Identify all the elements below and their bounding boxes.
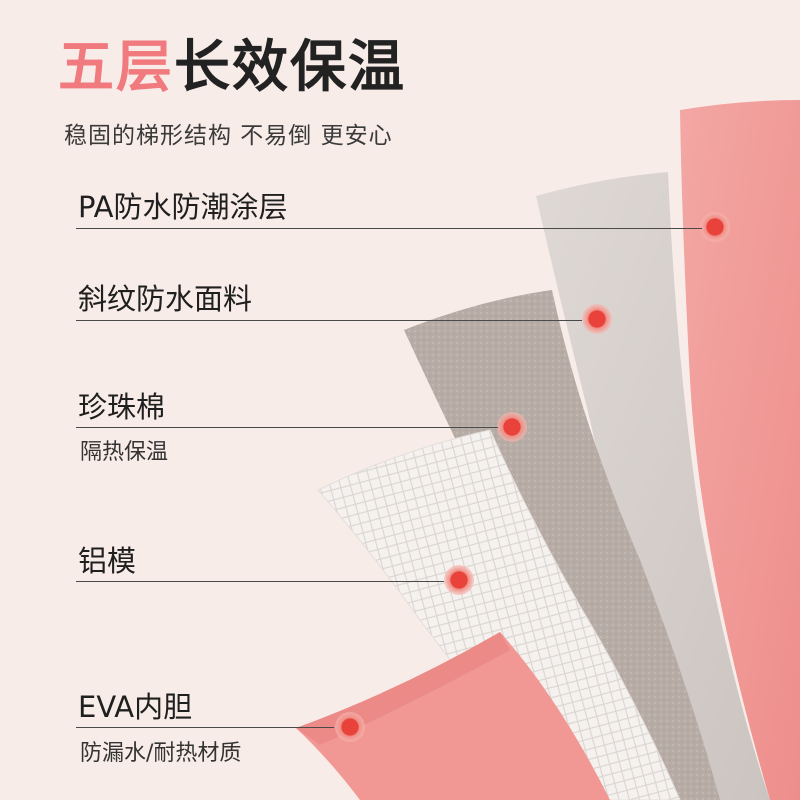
marker-dot: [700, 212, 730, 242]
layer-label-eva-liner: EVA内胆: [78, 690, 193, 724]
pa-coating-sheet: [680, 100, 800, 800]
aluminium-film-sheet: [317, 429, 681, 800]
leader-line: [76, 581, 444, 582]
layer-label-pearl-cotton: 珍珠棉: [78, 390, 166, 424]
layer-label-pa-coating: PA防水防潮涂层: [78, 190, 288, 224]
marker-dot: [497, 412, 527, 442]
title-accent: 五层: [58, 35, 174, 100]
marker-dot: [582, 304, 612, 334]
layer-label-twill-fabric: 斜纹防水面料: [78, 282, 253, 316]
eva-liner-sheet: [296, 632, 610, 800]
layer-note-pearl-cotton: 隔热保温: [80, 440, 169, 465]
leader-line: [76, 427, 498, 428]
title-main: 长效保温: [174, 35, 406, 100]
layer-note-eva-liner: 防漏水/耐热材质: [80, 741, 242, 766]
page-subtitle: 稳固的梯形结构 不易倒 更安心: [64, 123, 393, 149]
leader-line: [76, 228, 702, 229]
layer-label-aluminium: 铝模: [78, 544, 137, 578]
page-title: 五层长效保温: [58, 28, 406, 108]
leader-line: [76, 727, 334, 728]
marker-dot: [444, 565, 474, 595]
pearl-cotton-sheet: [404, 290, 720, 800]
leader-line: [76, 320, 582, 321]
marker-dot: [335, 712, 365, 742]
